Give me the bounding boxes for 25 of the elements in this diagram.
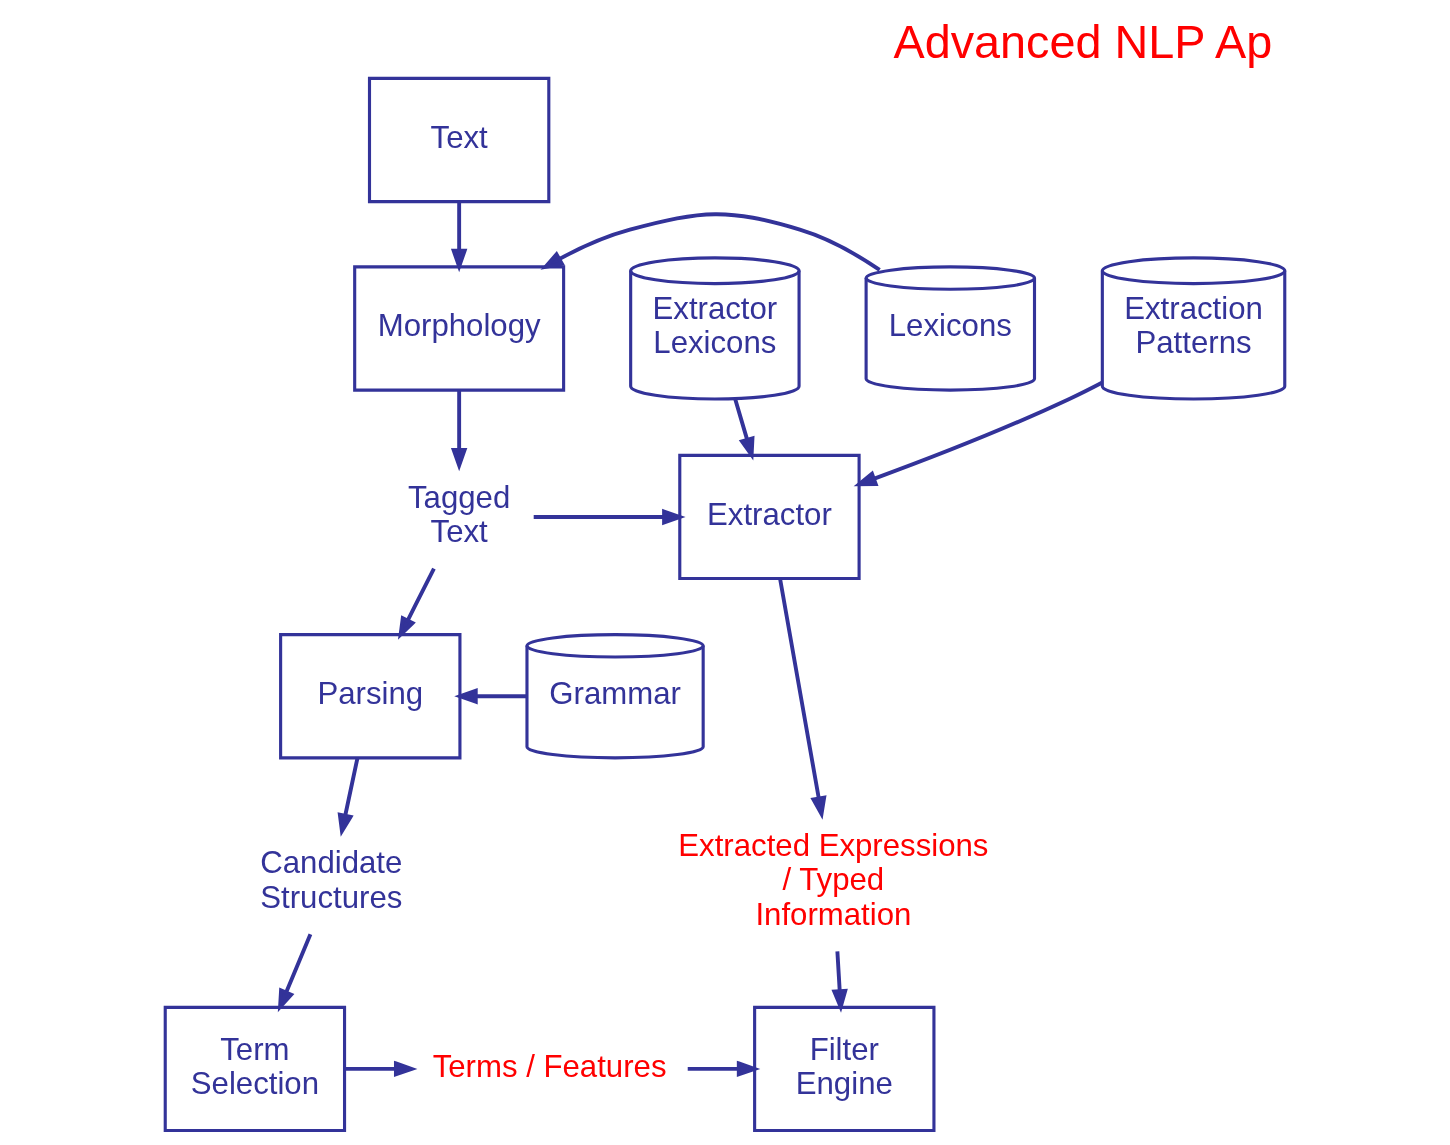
arrow xyxy=(733,398,755,461)
arrow xyxy=(450,201,468,273)
node-text: Candidate Structures xyxy=(260,845,403,915)
node-box: Extractor xyxy=(678,453,861,581)
arrow xyxy=(778,578,827,820)
arrow xyxy=(337,757,360,837)
node-box: Parsing xyxy=(279,633,462,760)
node-box: Text xyxy=(367,76,551,204)
arrow xyxy=(533,508,686,526)
arrow xyxy=(397,567,436,640)
node-box: Term Selection xyxy=(163,1005,347,1133)
arrow xyxy=(277,933,313,1013)
diagram-title: Advanced NLP Ap xyxy=(893,16,1273,69)
node-box: Morphology xyxy=(353,265,566,392)
arrow xyxy=(853,380,1104,487)
node-box: Filter Engine xyxy=(753,1005,936,1133)
arrow xyxy=(540,212,881,272)
arrow xyxy=(450,390,468,472)
arrow xyxy=(454,688,527,705)
node-text: Extracted Expressions / Typed Information xyxy=(678,828,989,932)
node-text: Terms / Features xyxy=(432,1048,667,1084)
node-text: Tagged Text xyxy=(408,479,511,549)
arrow xyxy=(344,1060,418,1078)
arrow xyxy=(687,1060,761,1078)
arrow xyxy=(831,951,848,1013)
